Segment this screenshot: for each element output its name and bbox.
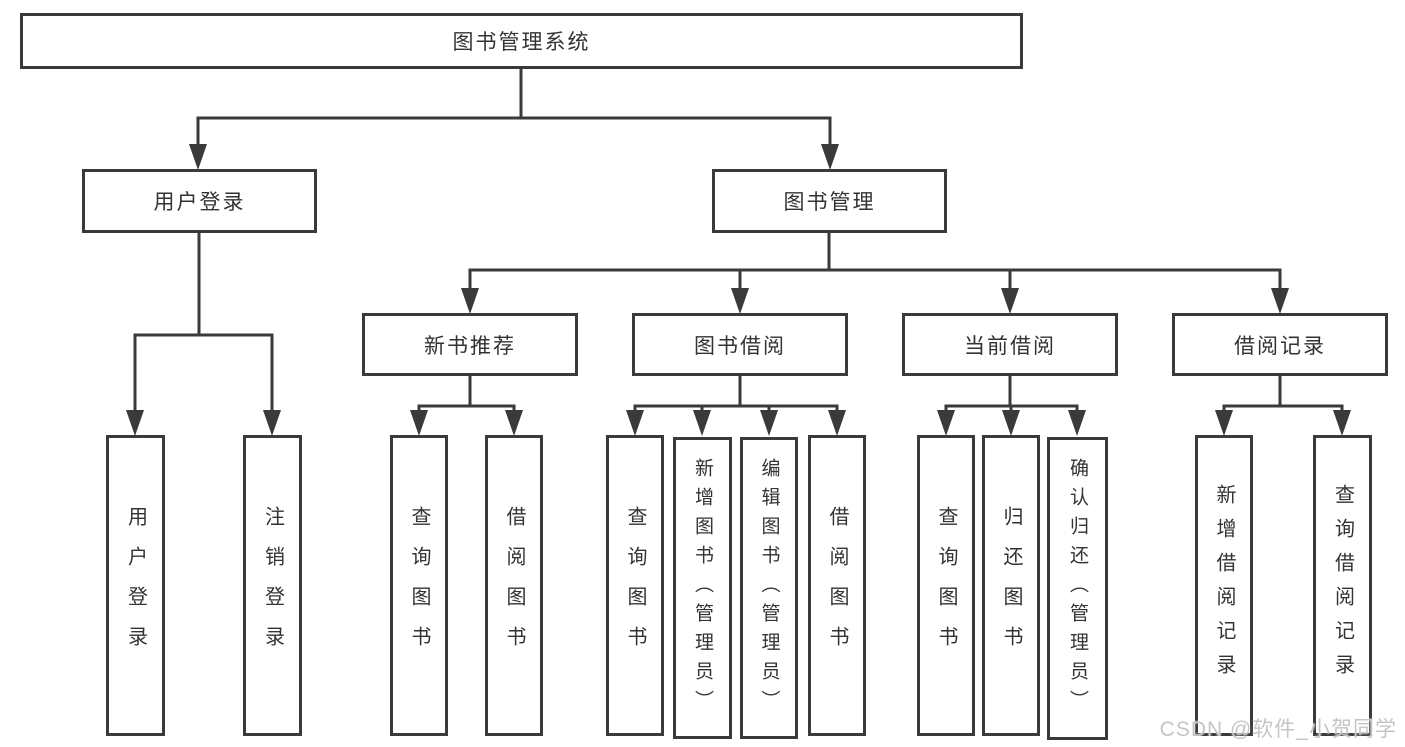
leaf-query-borrow-record: 查询借阅记录 [1313, 435, 1372, 736]
leaf-confirm-return-admin: 确认归还（管理员） [1047, 437, 1108, 740]
node-current-borrowing: 当前借阅 [902, 313, 1118, 376]
node-book-borrowing: 图书借阅 [632, 313, 848, 376]
leaf-query-books-current: 查询图书 [917, 435, 975, 736]
leaf-query-books-recommend: 查询图书 [390, 435, 448, 736]
leaf-borrow-books-recommend: 借阅图书 [485, 435, 543, 736]
node-new-book-recommendation: 新书推荐 [362, 313, 578, 376]
node-borrowing-records: 借阅记录 [1172, 313, 1388, 376]
leaf-query-books-borrowing: 查询图书 [606, 435, 664, 736]
leaf-add-book-admin: 新增图书（管理员） [673, 437, 732, 739]
node-user-login: 用户登录 [82, 169, 317, 233]
leaf-edit-book-admin: 编辑图书（管理员） [740, 437, 798, 739]
node-system-root: 图书管理系统 [20, 13, 1023, 69]
node-book-management: 图书管理 [712, 169, 947, 233]
leaf-return-books: 归还图书 [982, 435, 1040, 736]
leaf-add-borrow-record: 新增借阅记录 [1195, 435, 1253, 736]
leaf-borrow-books-borrowing: 借阅图书 [808, 435, 866, 736]
leaf-user-login: 用户登录 [106, 435, 165, 736]
leaf-logout: 注销登录 [243, 435, 302, 736]
watermark: CSDN @软件_小贺同学 [1159, 718, 1397, 741]
